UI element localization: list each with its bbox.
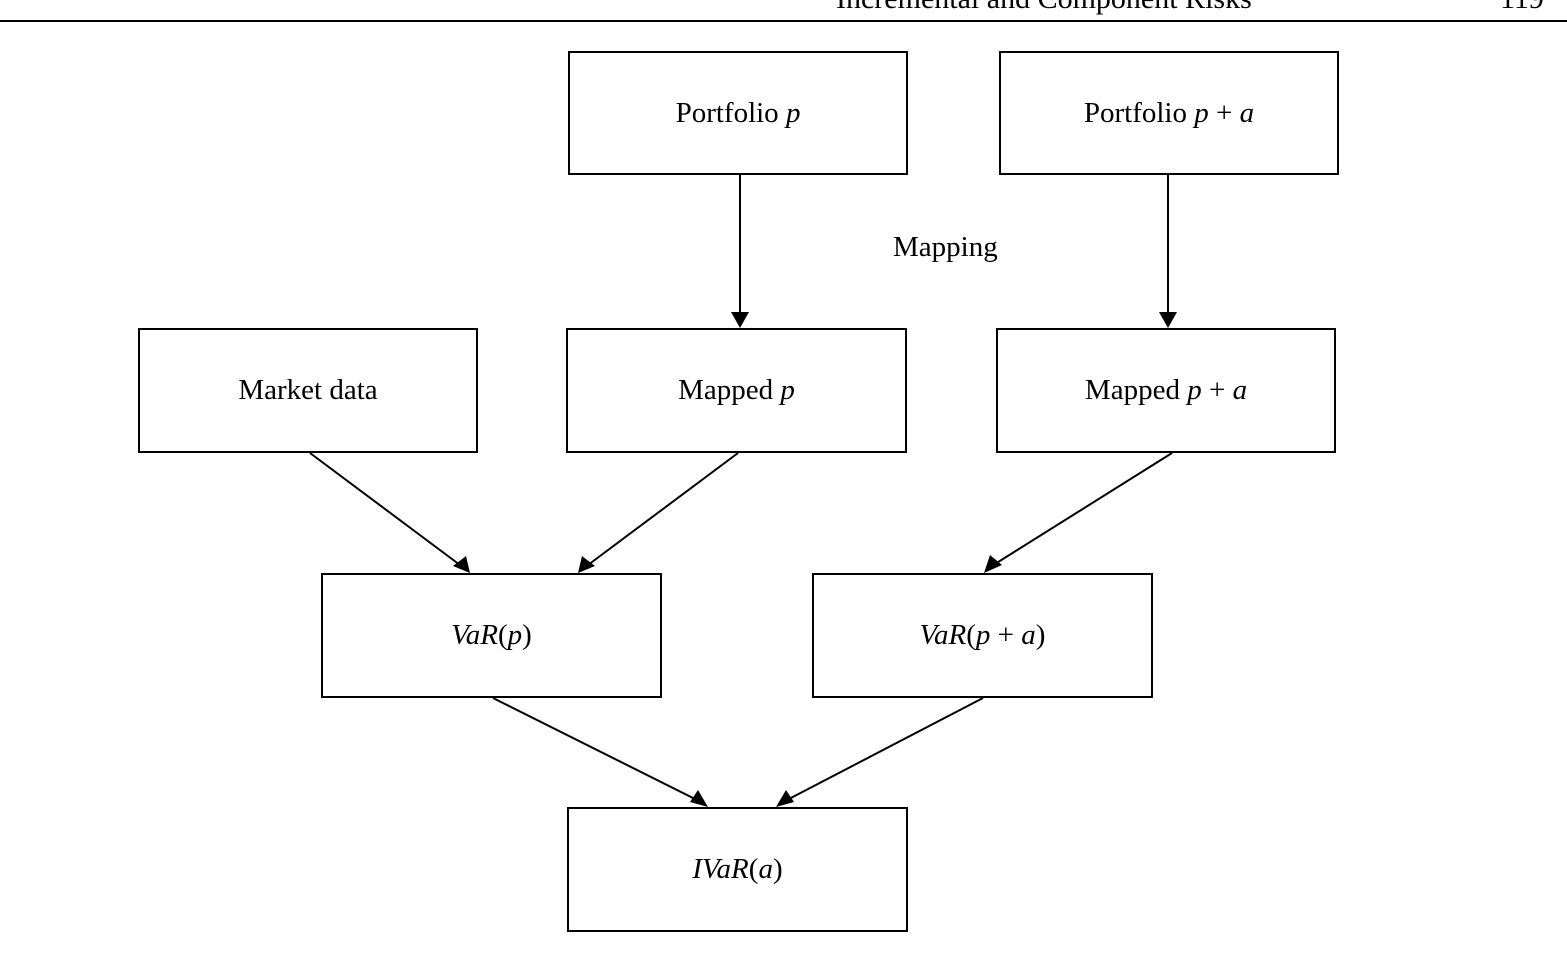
running-header-title: Incremental and Component Risks bbox=[836, 0, 1252, 14]
arrow-market-data-to-var-p bbox=[309, 452, 461, 566]
node-var-pa-arg2: a bbox=[1021, 619, 1036, 651]
node-var-pa-plus: + bbox=[990, 619, 1022, 651]
arrow-mapped-pa-to-var-pa bbox=[994, 452, 1173, 565]
arrow-mapped-p-to-var-p bbox=[587, 452, 739, 566]
node-mapped-p-prefix: Mapped bbox=[678, 374, 781, 406]
node-portfolio-pa-prefix: Portfolio bbox=[1083, 96, 1195, 129]
arrowhead-var-pa bbox=[984, 555, 1002, 573]
node-mapped-pa-var: p bbox=[1187, 374, 1202, 406]
node-var-p-open: ( bbox=[497, 619, 508, 651]
arrowhead-ivar-a-left bbox=[690, 790, 708, 807]
node-ivar-a-arg: a bbox=[758, 853, 773, 885]
node-ivar-a-open: ( bbox=[748, 853, 759, 885]
node-portfolio-p-var: p bbox=[785, 96, 801, 129]
node-mapped-p: Mapped p bbox=[566, 328, 907, 453]
arrowhead-mapped-pa bbox=[1159, 312, 1177, 328]
node-var-p-close: ) bbox=[522, 619, 532, 651]
node-var-pa-fn: VaR bbox=[919, 619, 967, 651]
node-market-data-label: Market data bbox=[238, 374, 378, 406]
node-mapped-pa-var2: a bbox=[1232, 374, 1248, 406]
node-portfolio-p-plus-a: Portfolio p + a bbox=[999, 51, 1339, 175]
node-mapped-p-plus-a: Mapped p + a bbox=[996, 328, 1336, 453]
node-var-pa-open: ( bbox=[966, 619, 976, 651]
node-market-data: Market data bbox=[138, 328, 478, 453]
node-var-p-arg: p bbox=[507, 619, 523, 651]
node-ivar-a: IVaR(a) bbox=[567, 807, 908, 932]
page-number: 119 bbox=[1500, 0, 1544, 14]
node-portfolio-pa-plus: + bbox=[1208, 96, 1240, 129]
mapping-label: Mapping bbox=[893, 231, 998, 263]
node-ivar-a-close: ) bbox=[772, 853, 783, 885]
node-portfolio-p: Portfolio p bbox=[568, 51, 908, 175]
node-portfolio-p-prefix: Portfolio bbox=[675, 96, 786, 129]
arrow-var-pa-to-ivar-a bbox=[786, 697, 984, 801]
arrowhead-var-p-right bbox=[578, 556, 595, 573]
node-portfolio-pa-var2: a bbox=[1239, 96, 1255, 129]
node-var-p-plus-a: VaR(p + a) bbox=[812, 573, 1153, 698]
node-mapped-pa-plus: + bbox=[1201, 374, 1233, 406]
node-mapped-pa-prefix: Mapped bbox=[1084, 374, 1188, 406]
node-portfolio-pa-var: p bbox=[1194, 96, 1209, 129]
node-mapped-p-var: p bbox=[780, 374, 795, 406]
arrowhead-mapped-p bbox=[731, 312, 749, 328]
header-rule bbox=[0, 20, 1567, 22]
node-var-p-fn: VaR bbox=[451, 619, 498, 651]
node-var-p: VaR(p) bbox=[321, 573, 662, 698]
arrow-var-p-to-ivar-a bbox=[492, 697, 698, 801]
arrowhead-var-p-left bbox=[453, 556, 470, 573]
node-ivar-a-fn: IVaR bbox=[692, 853, 749, 885]
arrowhead-ivar-a-right bbox=[776, 790, 794, 807]
node-var-pa-arg: p bbox=[975, 619, 991, 651]
node-var-pa-close: ) bbox=[1035, 619, 1046, 651]
